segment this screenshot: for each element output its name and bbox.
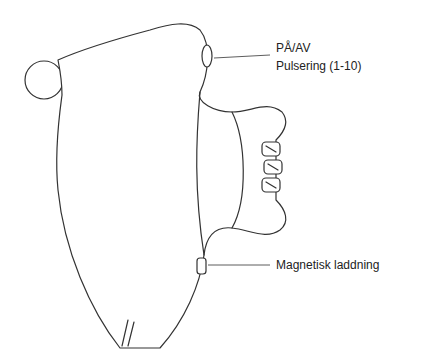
callout-label: Magnetisk laddning (276, 258, 379, 272)
callout-label: PÅ/AV (276, 41, 310, 55)
knob (25, 61, 63, 99)
ridge-detail (266, 146, 278, 188)
device-body (57, 24, 286, 348)
callout-label: Pulsering (1-10) (276, 59, 361, 73)
head-inner (232, 112, 243, 228)
power-button (202, 45, 212, 67)
head-outline (197, 92, 204, 255)
leader-line (208, 265, 270, 266)
charging-port (197, 258, 206, 274)
seam (122, 320, 134, 346)
leader-line (214, 55, 270, 58)
